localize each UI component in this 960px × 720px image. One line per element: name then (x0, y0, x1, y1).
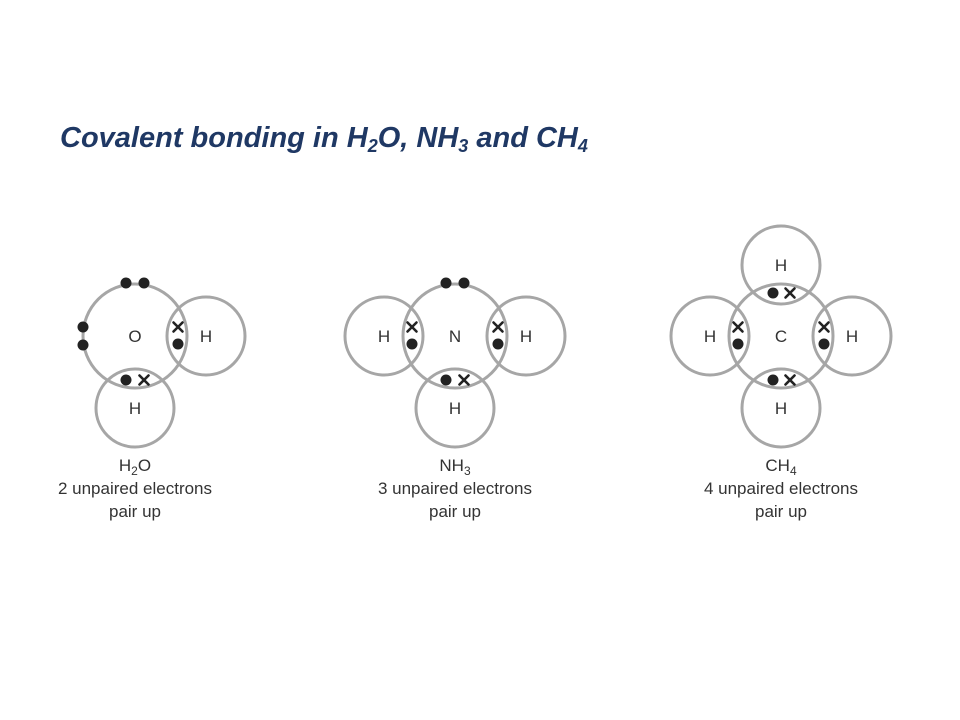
lone-pair-electron (77, 321, 89, 333)
shared-pair-left (406, 321, 418, 350)
bond-electron-dot (767, 374, 779, 386)
lone-pair-electron (77, 339, 89, 351)
h2o-caption-line: 2 unpaired electrons (58, 479, 212, 498)
shared-pair-top (767, 287, 796, 299)
nitrogen-symbol: N (449, 327, 461, 346)
hydrogen-shell-right (485, 295, 567, 377)
hydrogen-symbol-left: H (704, 327, 716, 346)
nh3-caption-line: 3 unpaired electrons (378, 479, 532, 498)
hydrogen-symbol-right: H (846, 327, 858, 346)
slide-title: Covalent bonding in H2O, NH3 and CH4 (60, 122, 588, 156)
nitrogen-shell (401, 282, 509, 390)
oxygen-shell (81, 282, 189, 390)
bond-electron-dot (172, 338, 184, 350)
hydrogen-shell-bottom (94, 367, 176, 449)
ch4-caption-line: pair up (755, 502, 807, 521)
hydrogen-shell-bottom (740, 367, 822, 449)
bond-electron-cross (138, 374, 150, 386)
h2o-diagram: O H H H2O 2 unpaired electrons pair up (58, 277, 247, 521)
bond-electron-cross (492, 321, 504, 333)
hydrogen-shell-left (343, 295, 425, 377)
ch4-formula: CH4 (765, 456, 797, 478)
bond-electron-dot (818, 338, 830, 350)
shared-pair-left (732, 321, 744, 350)
shared-pair-right (172, 321, 184, 350)
bond-electron-cross (818, 321, 830, 333)
hydrogen-shell-top (740, 224, 822, 306)
bond-electron-cross (784, 374, 796, 386)
hydrogen-shell-bottom (414, 367, 496, 449)
h2o-formula: H2O (119, 456, 151, 478)
hydrogen-symbol-right: H (200, 327, 212, 346)
bond-electron-dot (492, 338, 504, 350)
shared-pair-bottom (767, 374, 796, 386)
hydrogen-symbol-top: H (775, 256, 787, 275)
nh3-formula: NH3 (439, 456, 471, 478)
bond-electron-cross (732, 321, 744, 333)
bond-electron-dot (440, 374, 452, 386)
hydrogen-shell-right (811, 295, 893, 377)
shared-pair-bottom (120, 374, 150, 386)
lone-pair-electron (138, 277, 150, 289)
hydrogen-symbol-bottom: H (129, 399, 141, 418)
bond-electron-cross (458, 374, 470, 386)
oxygen-symbol: O (128, 327, 141, 346)
lone-pair-electron (120, 277, 132, 289)
h2o-caption-line: pair up (109, 502, 161, 521)
bond-electron-dot (406, 338, 418, 350)
hydrogen-symbol-bottom: H (775, 399, 787, 418)
shared-pair-right (492, 321, 504, 350)
ch4-diagram: C H H H H CH4 4 unpaired electrons pair … (669, 224, 893, 521)
bond-electron-dot (732, 338, 744, 350)
ch4-caption-line: 4 unpaired electrons (704, 479, 858, 498)
bond-electron-dot (767, 287, 779, 299)
bond-electron-cross (406, 321, 418, 333)
carbon-shell (727, 282, 835, 390)
hydrogen-shell-left (669, 295, 751, 377)
bond-electron-cross (172, 321, 184, 333)
hydrogen-symbol-bottom: H (449, 399, 461, 418)
shared-pair-bottom (440, 374, 470, 386)
carbon-symbol: C (775, 327, 787, 346)
hydrogen-symbol-right: H (520, 327, 532, 346)
lone-pair-electron (458, 277, 470, 289)
nh3-diagram: N H H H NH3 3 unpaired electrons pair up (343, 277, 567, 521)
hydrogen-symbol-left: H (378, 327, 390, 346)
bond-electron-cross (784, 287, 796, 299)
shared-pair-right (818, 321, 830, 350)
nh3-caption-line: pair up (429, 502, 481, 521)
hydrogen-shell-right (165, 295, 247, 377)
bond-electron-dot (120, 374, 132, 386)
lone-pair-electron (440, 277, 452, 289)
